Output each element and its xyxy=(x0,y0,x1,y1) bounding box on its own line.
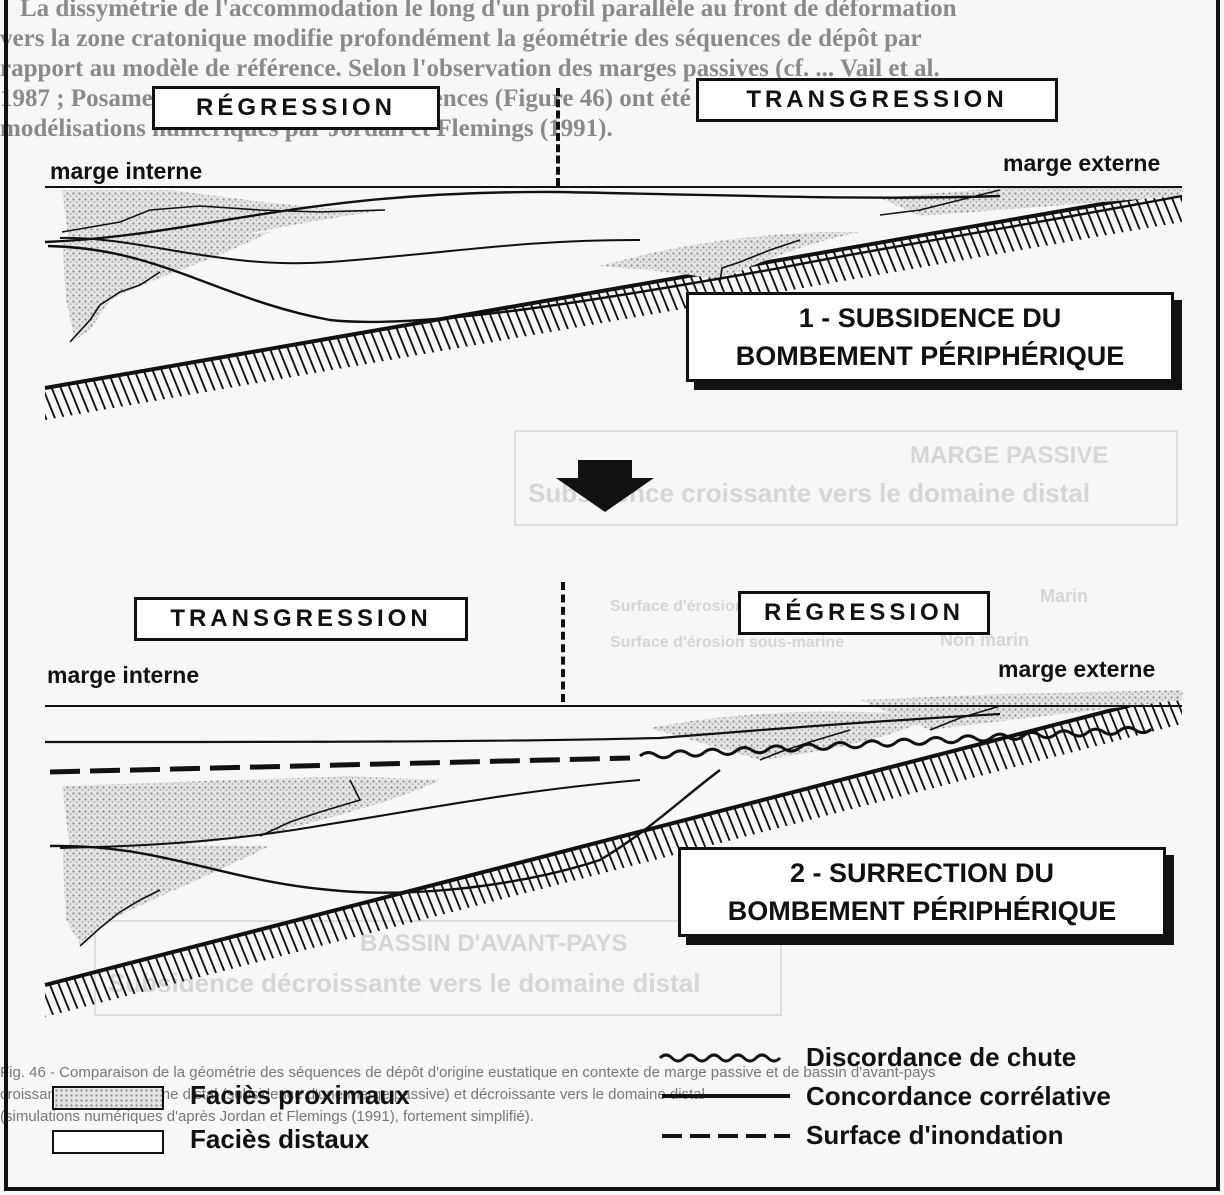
panel1-title-line1: 1 - SUBSIDENCE DU xyxy=(798,303,1062,333)
facies-boundary-line xyxy=(61,205,386,233)
distal-facies-swatch xyxy=(52,1130,164,1154)
sequence-boundary-line xyxy=(59,236,641,265)
facies-boundary-line xyxy=(929,705,1001,731)
showthrough-box xyxy=(514,430,1178,526)
showthrough-text: BASSIN D'AVANT-PAYS xyxy=(360,930,628,957)
showthrough-text: MARGE PASSIVE xyxy=(910,442,1109,469)
facies-boundary-line xyxy=(259,779,362,837)
panel-2-section xyxy=(44,690,1183,1017)
panel2-title-line2: BOMBEMENT PÉRIPHÉRIQUE xyxy=(727,896,1117,926)
caption-line: Fig. 46 - Comparaison de la géométrie de… xyxy=(0,1064,936,1081)
sequence-boundary-line xyxy=(47,194,1183,324)
sequence-boundary-line xyxy=(49,769,721,894)
facies-boundary-line xyxy=(759,729,851,761)
panel2-title: 2 - SURRECTION DU BOMBEMENT PÉRIPHÉRIQUE xyxy=(678,847,1166,937)
showthrough-box xyxy=(94,920,782,1016)
proximal-facies-wedge xyxy=(600,232,860,280)
correlative-label: Concordance corrélative xyxy=(806,1081,1111,1111)
paragraph-line: rapport au modèle de référence. Selon l'… xyxy=(0,55,940,82)
basement-surface xyxy=(44,188,1183,390)
flooding-surface xyxy=(49,755,631,775)
paragraph-line: vers la zone cratonique modifie profondé… xyxy=(0,25,922,52)
transgression-regression-divider xyxy=(561,582,565,702)
panel-1-section xyxy=(44,186,1183,420)
internal-margin-label: marge interne xyxy=(50,158,203,184)
panel1-title-line2: BOMBEMENT PÉRIPHÉRIQUE xyxy=(735,341,1125,371)
caption-line: (simulations numériques d'après Jordan e… xyxy=(0,1108,534,1125)
caption-line: croissante vers le domaine distal (subsi… xyxy=(0,1086,705,1103)
paragraph-line: La dissymétrie de l'accommodation le lon… xyxy=(20,0,957,22)
regression-transgression-divider xyxy=(556,88,560,186)
showthrough-text: Surface d'érosion sous-marine xyxy=(610,634,845,651)
panel2-title-line1: 2 - SURRECTION DU xyxy=(789,858,1054,888)
external-margin-label: marge externe xyxy=(998,656,1156,682)
showthrough-text: Non marin xyxy=(940,630,1030,650)
proximal-facies-wedge xyxy=(860,690,1182,730)
external-margin-label: marge externe xyxy=(1003,150,1161,176)
internal-margin-label: marge interne xyxy=(47,662,200,688)
facies-boundary-line xyxy=(79,889,161,947)
sequence-boundary-line xyxy=(59,779,641,849)
proximal-facies-label: Faciès proximaux xyxy=(190,1080,410,1110)
proximal-facies-wedge xyxy=(650,711,940,760)
unconformity-legend-symbol xyxy=(658,1053,782,1063)
panel1-title: 1 - SUBSIDENCE DU BOMBEMENT PÉRIPHÉRIQUE xyxy=(686,292,1174,382)
panel1-right-tag: TRANSGRESSION xyxy=(696,78,1058,122)
proximal-facies-wedge xyxy=(62,776,440,850)
sequence-boundary-line xyxy=(44,190,1001,244)
distal-facies-label: Faciès distaux xyxy=(190,1124,370,1154)
unconformity-label: Discordance de chute xyxy=(806,1042,1077,1072)
showthrough-text: Marin xyxy=(1040,586,1089,606)
unconformity-line xyxy=(639,725,1153,760)
transition-arrow xyxy=(556,460,654,512)
facies-boundary-line xyxy=(719,239,801,283)
proximal-facies-swatch xyxy=(52,1086,164,1110)
flooding-label: Surface d'inondation xyxy=(806,1120,1064,1150)
facies-boundary-line xyxy=(879,189,1001,216)
basement-hatch xyxy=(45,692,1182,1017)
facies-boundary-line xyxy=(69,271,161,343)
basement-surface xyxy=(44,690,1183,987)
proximal-facies-wedge xyxy=(880,186,1182,216)
proximal-facies-wedge xyxy=(62,232,270,340)
sequence-boundary-line xyxy=(44,712,1001,744)
panel2-left-tag: TRANSGRESSION xyxy=(134,597,468,641)
panel1-left-tag: RÉGRESSION xyxy=(152,86,440,130)
panel2-right-tag: RÉGRESSION xyxy=(738,591,990,635)
figure-frame xyxy=(4,0,1220,1191)
